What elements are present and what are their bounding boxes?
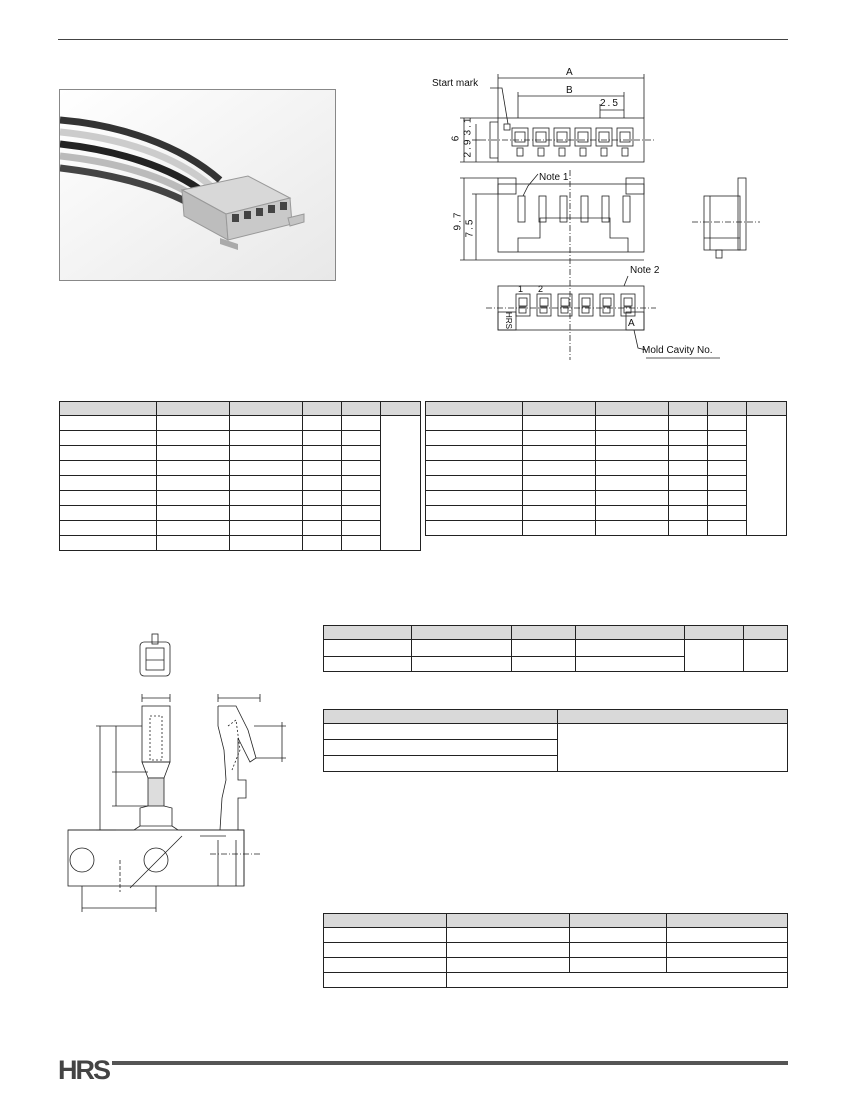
- note-1-label: Note 1: [539, 172, 569, 183]
- connector-drawing: [460, 74, 760, 360]
- note-2-label: Note 2: [630, 265, 660, 276]
- spec-table-right: [425, 401, 788, 536]
- spec-table-left: [59, 401, 422, 551]
- mold-cavity-label: Mold Cavity No.: [642, 345, 713, 356]
- hrs-logo: HRS: [58, 1055, 111, 1085]
- dimension-3-1-label: 3.1: [462, 115, 474, 136]
- tooling-table: [323, 913, 788, 988]
- dimension-b-label: B: [566, 85, 573, 96]
- pin-2-label: 2: [538, 284, 544, 294]
- connector-photo-image: [60, 90, 335, 280]
- terminal-spec-table: [323, 625, 789, 672]
- dimension-2-9-label: 2.9: [462, 137, 474, 158]
- dimension-2-5-label: 2.5: [600, 98, 620, 109]
- cavity-a-label: A: [628, 318, 635, 329]
- pin-1-label: 1: [518, 284, 524, 294]
- dimension-9-7-label: 9.7: [452, 210, 464, 231]
- dimension-7-5-label: 7.5: [464, 217, 476, 238]
- applicable-wire-table: [323, 709, 788, 772]
- start-mark-label: Start mark: [432, 78, 479, 89]
- dimension-6-label: 6: [450, 133, 462, 142]
- dimension-a-label: A: [566, 67, 573, 78]
- terminal-drawing: [67, 633, 286, 912]
- hrs-mark-label: HRS: [503, 312, 513, 329]
- footer-rule: [112, 1061, 788, 1065]
- product-photo: [59, 89, 336, 281]
- top-rule: [58, 39, 788, 40]
